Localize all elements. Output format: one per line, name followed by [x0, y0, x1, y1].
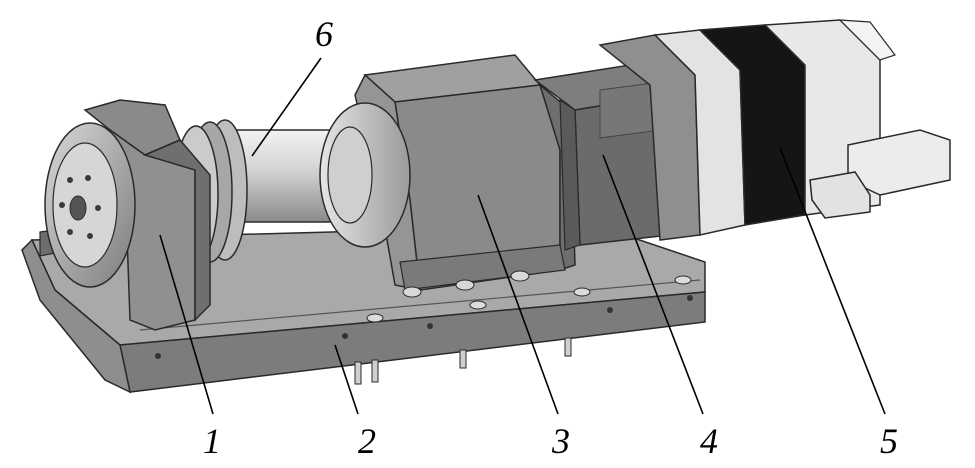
leader-line-2 [334, 344, 359, 415]
adapter-housing [533, 64, 671, 251]
leader-lines [159, 57, 886, 415]
leader-line-3 [477, 194, 559, 415]
leader-line-1 [159, 234, 214, 415]
callout-1: 1 [203, 421, 221, 461]
leader-line-6 [251, 57, 322, 157]
leader-line-5 [779, 147, 886, 415]
callout-2: 2 [358, 421, 376, 461]
leader-line-4 [602, 154, 704, 415]
callout-5: 5 [880, 421, 898, 461]
callout-4: 4 [700, 421, 718, 461]
callout-3: 3 [551, 421, 570, 461]
callout-6: 6 [315, 14, 333, 54]
callouts: 1 2 3 4 5 6 [203, 14, 898, 461]
servo-motor [598, 19, 951, 241]
